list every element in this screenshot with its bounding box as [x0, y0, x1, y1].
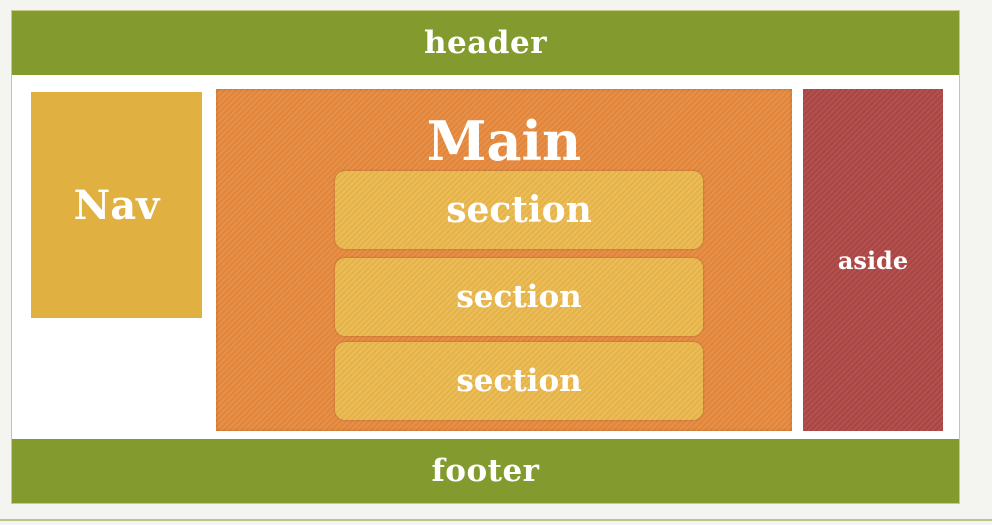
section-label-3: section: [456, 363, 582, 399]
section-label-2: section: [456, 279, 582, 315]
layout-diagram: header Nav Main section section section …: [11, 10, 960, 504]
header-block: header: [12, 11, 959, 75]
section-label-1: section: [446, 189, 592, 231]
section-block-2: section: [335, 258, 703, 336]
section-block-3: section: [335, 342, 703, 420]
nav-label: Nav: [73, 181, 160, 229]
main-label: Main: [426, 109, 582, 173]
section-block-1: section: [335, 171, 703, 249]
header-label: header: [423, 25, 548, 61]
footer-label: footer: [431, 453, 540, 489]
aside-block: aside: [803, 89, 943, 431]
nav-block: Nav: [31, 92, 202, 318]
bottom-divider: [0, 519, 992, 521]
main-block: Main section section section: [216, 89, 792, 431]
footer-block: footer: [12, 439, 959, 503]
aside-label: aside: [837, 245, 909, 275]
